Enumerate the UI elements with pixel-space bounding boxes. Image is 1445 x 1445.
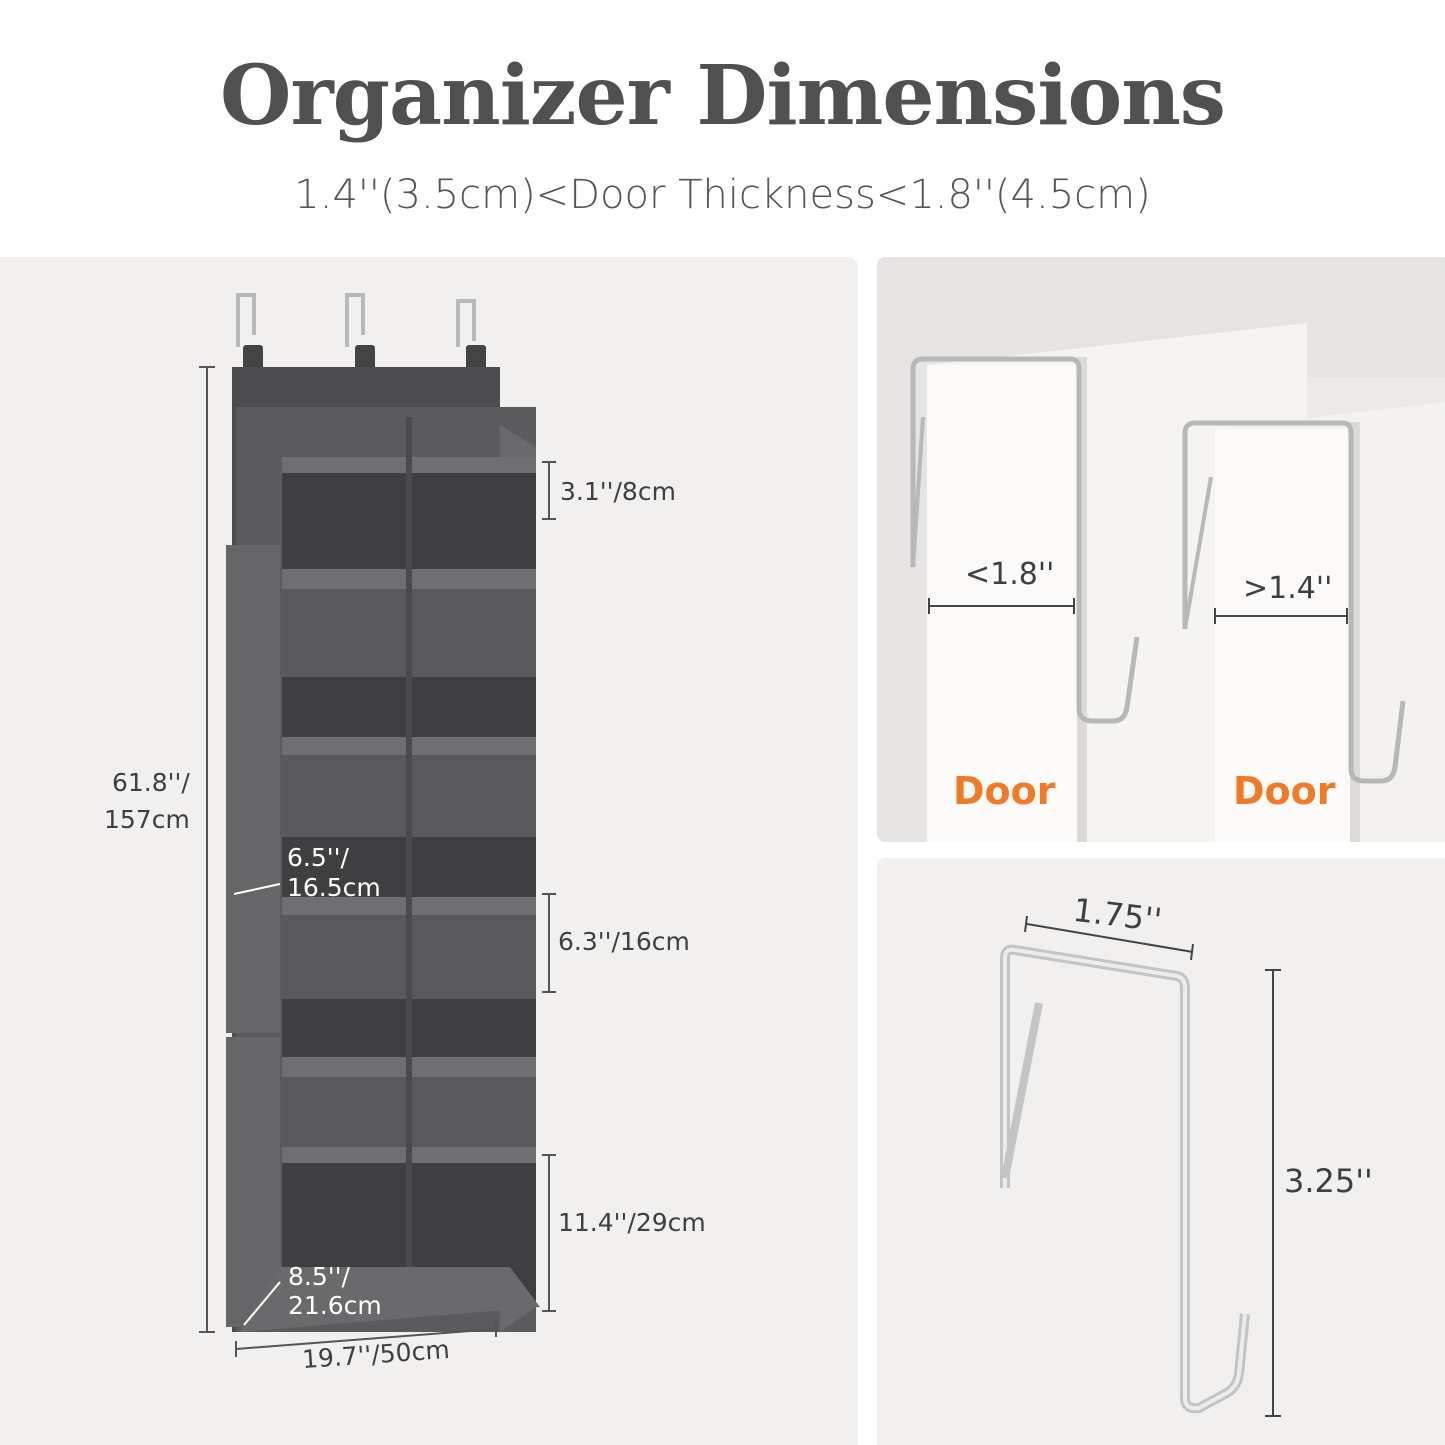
bottom-depth-line2: 21.6cm: [288, 1291, 382, 1320]
door-label-right: Door: [1233, 769, 1336, 813]
door-label-left: Door: [953, 769, 1056, 813]
depth-label-line1: 6.5''/: [287, 843, 349, 872]
height-label-line2: 157cm: [104, 805, 190, 834]
hook-panel: 1.75'' 3.25'': [877, 858, 1445, 1445]
bottom-depth-line1: 8.5''/: [288, 1262, 350, 1291]
max-thickness-label: <1.8'': [965, 557, 1055, 592]
door-fit-panel: <1.8'' >1.4'' Door Door: [877, 257, 1445, 842]
depth-label-line2: 16.5cm: [287, 873, 381, 902]
pocket-medium-label: 6.3''/16cm: [558, 927, 690, 956]
organizer-panel: 61.8''/ 157cm 3.1''/8cm 6.3''/16cm 11.4'…: [0, 257, 858, 1445]
door-fit-illustration: [910, 323, 1445, 842]
page-title: Organizer Dimensions: [220, 48, 1226, 144]
organizer-illustration: [199, 293, 556, 1357]
pocket-small-label: 3.1''/8cm: [560, 477, 676, 506]
hook-illustration: [1000, 915, 1281, 1417]
door-thickness-subtitle: 1.4''(3.5cm)<Door Thickness<1.8''(4.5cm): [294, 172, 1151, 218]
pocket-large-label: 11.4''/29cm: [558, 1208, 706, 1237]
min-thickness-label: >1.4'': [1243, 571, 1333, 606]
height-label-line1: 61.8''/: [112, 768, 190, 797]
hook-height-label: 3.25'': [1284, 1162, 1373, 1200]
